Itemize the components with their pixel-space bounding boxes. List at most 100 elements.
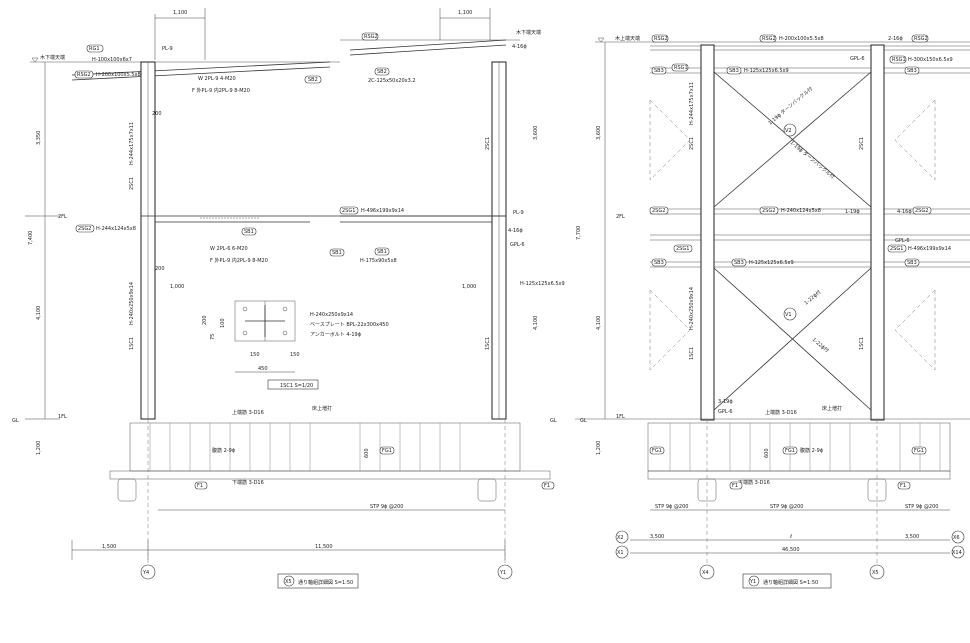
base-plate-detail: H-240x250x9x14 ベースプレート BPL-22x300x450 アン… xyxy=(202,300,389,390)
right-elevation: 木上端天端 RSG2 RSG2 H-200x100x5.5x8 2-16ϕ xyxy=(575,34,970,589)
left-bottom-rebar: 下端筋 3-D16 xyxy=(232,479,264,486)
r-top-rebar: 上端筋 3-D16 xyxy=(765,409,797,416)
flange-connection-2: F 外PL-9 内2PL-9 8-M20 xyxy=(210,257,268,264)
sb1-tag: SB1 xyxy=(244,229,254,235)
left-top-rebar: 上端筋 3-D16 xyxy=(232,409,264,416)
beam2-spec: H-244x124x5x8 xyxy=(96,226,136,232)
r-bolt-3-19: 3-19ϕ xyxy=(718,399,733,405)
sb1-spec: H-175x90x5x8 xyxy=(360,258,397,264)
height-lower-right: 4,100 xyxy=(533,316,539,330)
left-elevation: 1,100 木下端天端 RG1 H-100x100x6x7 RSG2 H-200… xyxy=(12,8,565,589)
left-fg1: FG1 xyxy=(382,448,392,454)
base-dim-75: 75 xyxy=(210,334,216,340)
left-roof-label: 木下端天端 xyxy=(40,54,65,61)
grid-x6: X6 xyxy=(953,535,960,541)
r-sb3-d: SB3 xyxy=(654,260,664,266)
r-height-base: 1,200 xyxy=(596,441,602,455)
r-brace-upper-2: 1-19ϕ ターンバックル付 xyxy=(789,139,836,180)
left-title-number: X5 xyxy=(285,579,292,585)
r-fg1-a: FG1 xyxy=(652,448,662,454)
col-spec-upper: H-244x175x7x11 xyxy=(129,122,135,165)
grid-x14: X14 xyxy=(952,550,962,556)
r-bolt-4-16: 4-16ϕ xyxy=(897,209,912,215)
r-height-upper: 3,600 xyxy=(596,126,602,140)
r-bolt-2-16: 2-16ϕ xyxy=(888,36,903,42)
r-stirrup-c: STP 9ϕ @200 xyxy=(905,504,938,510)
r-gpl6: GPL-6 xyxy=(850,56,865,62)
left-top-dim: 1,100 xyxy=(173,10,187,16)
r-sg1-a: 2SG1 xyxy=(676,246,689,252)
r-rsg1-a: RSG1 xyxy=(674,65,688,71)
roof-beam-spec: H-200x100x5.5x8 xyxy=(96,72,141,78)
r-level-gl: GL xyxy=(580,418,587,424)
r-v2: V2 xyxy=(785,128,792,134)
left-hoop: 腹筋 2-9ϕ xyxy=(212,447,236,454)
base-dim-150b: 150 xyxy=(290,352,300,358)
height-upper-right: 3,600 xyxy=(533,126,539,140)
left-f1: F1 xyxy=(197,483,203,489)
height-base: 1,200 xyxy=(36,441,42,455)
r-rsg2-a: RSG2 xyxy=(654,36,668,42)
grid-y1: Y1 xyxy=(499,570,506,576)
col-spec-lower: H-240x250x9x14 xyxy=(129,282,135,325)
r-col-tag-lower-2: 1SC1 xyxy=(859,337,865,350)
base-spec-plate: ベースプレート BPL-22x300x450 xyxy=(310,322,389,328)
r-stirrup-a: STP 9ϕ @200 xyxy=(655,504,688,510)
flange-connection-label: F 外PL-9 内2PL-9 8-M20 xyxy=(192,87,250,94)
level-gl-right: GL xyxy=(550,418,557,424)
beam2-right-tag: 2SG1 xyxy=(342,208,355,214)
grid-y4: Y4 xyxy=(142,570,149,576)
r-rsg1-spec: H-300x150x6.5x9 xyxy=(908,57,953,63)
right-title-text: 通り軸組詳細図 S=1:50 xyxy=(763,579,818,586)
purlin-tag: RG1 xyxy=(89,46,100,52)
r-brace-lower-1: 1-22ϕ付 xyxy=(803,289,823,307)
r-f1-b: F1 xyxy=(900,483,906,489)
col-tag-upper-right: 2SC1 xyxy=(485,137,491,150)
r-dim-600: 600 xyxy=(764,448,770,458)
base-spec-anchor: アンカーボルト 4-19ϕ xyxy=(310,331,362,338)
r-sb3-f: SB3 xyxy=(907,260,917,266)
r-gpl6-3: GPL-6 xyxy=(718,409,733,415)
beam2-tag: 2SG2 xyxy=(78,226,91,232)
r-sg2-c: 2SG2 xyxy=(915,208,928,214)
r-brace-lower-2: 1-22ϕ付 xyxy=(811,336,831,354)
r-col-spec-lower: H-240x250x9x14 xyxy=(689,287,695,330)
r-col-spec-upper: H-244x175x7x11 xyxy=(689,82,695,125)
grid-x1: X1 xyxy=(617,550,624,556)
r-height-total: 7,700 xyxy=(576,226,582,240)
left-foundation: 上端筋 3-D16 床上増打 腹筋 2-9ϕ 下端筋 3-D16 FG1 F1 … xyxy=(109,405,555,511)
r-sb3-b: SB3 xyxy=(729,68,739,74)
col-tag-lower-right: 1SC1 xyxy=(485,337,491,350)
r-dim-left: 3,500 xyxy=(650,534,664,540)
r-sb3-spec: H-125x125x6.5x9 xyxy=(744,68,789,74)
r-sg2-b: 2SG2 xyxy=(762,208,775,214)
level-1fl: 1FL xyxy=(58,414,67,420)
left-dim-11500: 11,500 xyxy=(315,544,333,550)
gpl6-label: GPL-6 xyxy=(510,242,525,248)
height-total: 7,400 xyxy=(28,231,34,245)
dim-1000-right: 1,000 xyxy=(462,284,476,290)
col-tag-lower: 1SC1 xyxy=(129,337,135,350)
height-upper: 3,350 xyxy=(36,131,42,145)
left-topping: 床上増打 xyxy=(312,405,332,412)
sb2-right-tag: SB2 xyxy=(377,69,387,75)
height-lower: 4,100 xyxy=(36,306,42,320)
dim-1000: 1,000 xyxy=(170,284,184,290)
web-connection-2: W 2PL-6 6-M20 xyxy=(210,246,248,252)
sb2-tag: SB2 xyxy=(308,77,318,83)
web-connection-label: W 2PL-9 4-M20 xyxy=(198,76,236,82)
sb1-tag-3: SB1 xyxy=(377,249,387,255)
base-dim-150a: 150 xyxy=(250,352,260,358)
level-gl: GL xyxy=(12,418,19,424)
pl9-label: PL-9 xyxy=(162,46,173,52)
grid-x2: X2 xyxy=(617,535,624,541)
r-rsg2-b: RSG2 xyxy=(762,36,776,42)
left-bolt-top: 4-16ϕ xyxy=(512,44,527,50)
r-brace-upper-1: 1-19ϕ ターンバックル付 xyxy=(767,85,814,126)
sb1-tag-2: SB1 xyxy=(332,250,342,256)
left-title-text: 通り軸組詳細図 S=1:50 xyxy=(298,579,353,586)
r-dim-mid: ℓ xyxy=(789,534,792,540)
r-sg1-b: 2SG1 xyxy=(890,246,903,252)
r-sb3-e: SB3 xyxy=(734,260,744,266)
